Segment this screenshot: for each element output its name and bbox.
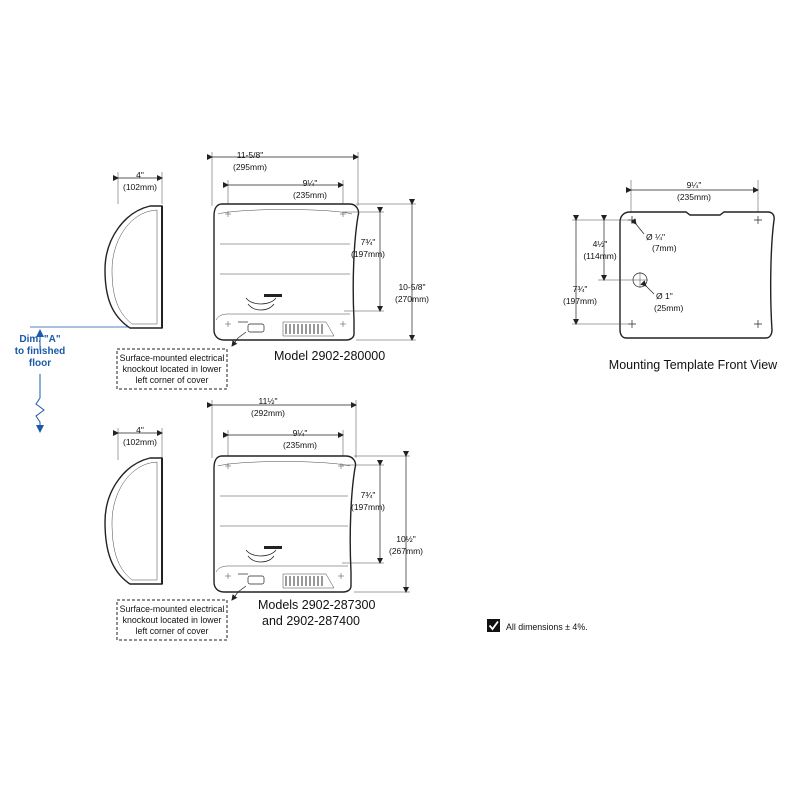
bottom-side-view: 4" (102mm) — [104, 425, 163, 585]
bottom-note-line-2: knockout located in lower — [123, 615, 222, 625]
dim-a-text-3: floor — [29, 358, 51, 369]
template-hole-small: Ø ¼" — [646, 232, 665, 242]
dim-a-group: Dim. "A" to finished floor — [15, 326, 130, 433]
top-width-mm: (295mm) — [233, 162, 267, 172]
top-logo-mark — [245, 297, 277, 305]
top-mount-height-mm: (197mm) — [351, 249, 385, 259]
top-width-in: 11-5/8" — [237, 150, 264, 160]
bottom-width-in: 11½" — [259, 396, 278, 406]
top-note-line-3: left corner of cover — [136, 375, 209, 385]
bottom-height-in: 10½" — [396, 534, 416, 544]
bottom-height-mm: (267mm) — [389, 546, 423, 556]
bottom-model-label-1: Models 2902-287300 — [258, 598, 375, 612]
bottom-width-mm: (292mm) — [251, 408, 285, 418]
dim-a-break-arrow — [35, 374, 45, 433]
top-front-view: 11-5/8" (295mm) 9¼" (235mm) — [207, 150, 429, 347]
top-knockout-plate — [247, 323, 265, 333]
tolerance-note: All dimensions ± 4%. — [487, 619, 588, 632]
top-side-view: 4" (102mm) — [104, 170, 163, 329]
top-knockout-note: Surface-mounted electrical knockout loca… — [116, 348, 228, 390]
bottom-knockout-plate — [247, 575, 265, 585]
top-model-label: Model 2902-280000 — [274, 349, 385, 363]
template-width-in: 9¼" — [687, 180, 702, 190]
bottom-logo-mark — [245, 549, 277, 557]
checkbox-icon — [487, 619, 500, 632]
bottom-model-label-2: and 2902-287400 — [262, 614, 360, 628]
bottom-vents — [285, 576, 323, 586]
top-vents — [285, 324, 323, 334]
top-front-housing — [213, 203, 360, 341]
tolerance-text: All dimensions ± 4%. — [506, 622, 588, 632]
bottom-mount-height-in: 7¾" — [361, 490, 376, 500]
bottom-mount-width-in: 9¼" — [293, 428, 308, 438]
top-note-line-2: knockout located in lower — [123, 364, 222, 374]
bottom-note-line-1: Surface-mounted electrical — [120, 604, 225, 614]
dim-a-text-2: to finished — [15, 346, 66, 357]
template-h1-mm: (114mm) — [583, 251, 617, 261]
bottom-mount-width-mm: (235mm) — [283, 440, 317, 450]
template-h2-mm: (197mm) — [563, 296, 597, 306]
template-h1-in: 4½" — [593, 239, 608, 249]
template-outline — [619, 211, 775, 339]
top-side-depth-in: 4" — [136, 170, 144, 180]
top-mount-screws — [225, 211, 346, 327]
template-label: Mounting Template Front View — [609, 358, 778, 372]
top-mount-width-mm: (235mm) — [293, 190, 327, 200]
top-mount-height-in: 7¾" — [361, 237, 376, 247]
template-h2-in: 7¾" — [573, 284, 588, 294]
bottom-side-depth-mm: (102mm) — [123, 437, 157, 447]
top-side-housing — [104, 205, 163, 329]
top-height-in: 10-5/8" — [398, 282, 425, 292]
template-hole-large-mm: (25mm) — [654, 303, 683, 313]
template-hole-large: Ø 1" — [656, 291, 673, 301]
bottom-knockout-note: Surface-mounted electrical knockout loca… — [116, 599, 228, 641]
bottom-front-view: 11½" (292mm) 9¼" (235mm) 7¾" — [207, 396, 423, 601]
top-height-mm: (270mm) — [395, 294, 429, 304]
dim-a-text-1: Dim. "A" — [19, 334, 60, 345]
bottom-side-housing — [104, 457, 163, 585]
template-hole-small-mm: (7mm) — [652, 243, 677, 253]
template-width-mm: (235mm) — [677, 192, 711, 202]
mounting-template: 9¼" (235mm) Ø ¼" (7mm) Ø 1" (25mm) 4½" (… — [563, 180, 778, 372]
bottom-mount-height-mm: (197mm) — [351, 502, 385, 512]
top-note-line-1: Surface-mounted electrical — [120, 353, 225, 363]
top-mount-width-in: 9¼" — [303, 178, 318, 188]
bottom-side-depth-in: 4" — [136, 425, 144, 435]
bottom-mount-screws — [225, 463, 344, 579]
bottom-front-housing — [213, 455, 357, 593]
top-side-depth-mm: (102mm) — [123, 182, 157, 192]
bottom-note-line-3: left corner of cover — [136, 626, 209, 636]
